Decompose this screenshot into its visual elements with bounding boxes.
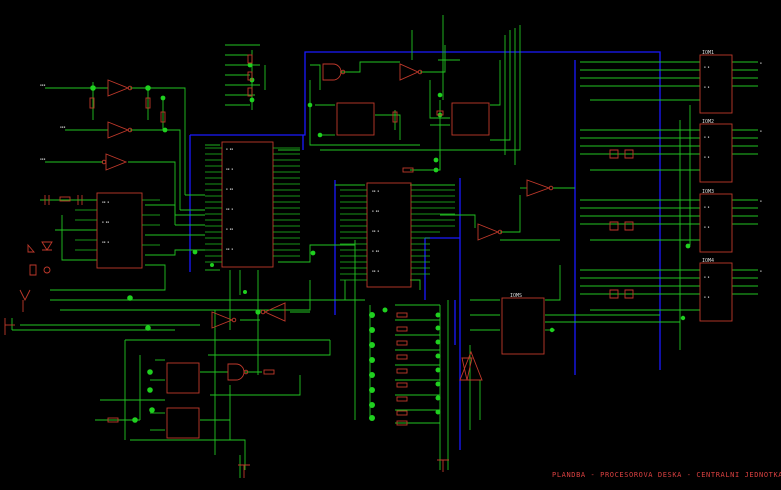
junction-dots: [90, 62, 691, 423]
svg-text:▪ ▪: ▪ ▪: [704, 225, 710, 229]
crystal: [29, 264, 37, 276]
svg-text:▪: ▪: [760, 269, 762, 273]
resistor: [59, 196, 71, 202]
svg-text:▪▪ ▪: ▪▪ ▪: [102, 240, 109, 244]
svg-text:▪▪ ▪: ▪▪ ▪: [226, 167, 233, 171]
resistor: [145, 97, 151, 109]
label-iom2: IOM2: [702, 119, 714, 125]
svg-text:▪▪ ▪: ▪▪ ▪: [102, 200, 109, 204]
svg-text:▪▪ ▪: ▪▪ ▪: [226, 247, 233, 251]
label-iom3: IOM3: [702, 189, 714, 195]
svg-text:▪ ▪: ▪ ▪: [704, 65, 710, 69]
ic-ioms: [501, 297, 545, 355]
resistor: [247, 87, 253, 97]
label-ioms: IOMS: [510, 293, 522, 299]
ic-left: [96, 192, 143, 269]
and-gate-1: [322, 63, 342, 81]
svg-text:▪ ▪▪: ▪ ▪▪: [226, 147, 233, 151]
resistor-ladder-1: [396, 312, 408, 318]
inverter-1: [107, 79, 130, 97]
flipflop-low-1: [166, 362, 200, 394]
resistor-ladder-2: [396, 326, 408, 332]
flipflop-top-2: [451, 102, 490, 136]
inverter-6: [526, 179, 551, 197]
resistor-ladder-5: [396, 368, 408, 374]
ic-iom2: [699, 123, 733, 183]
svg-text:▪: ▪: [760, 199, 762, 203]
svg-text:▪▪▪: ▪▪▪: [40, 83, 46, 87]
resistor: [392, 111, 398, 123]
diode: [41, 241, 53, 251]
ic-iom3: [699, 193, 733, 253]
inverter-2: [107, 121, 130, 139]
ic-main-mid: [221, 141, 274, 268]
capacitor: [44, 195, 50, 205]
resistor-ladder-3: [396, 340, 408, 346]
title-block: PLANDBA - PROCESOROVA DESKA - CENTRALNI …: [552, 471, 781, 479]
label-iom4: IOM4: [702, 258, 714, 264]
diode: [27, 243, 35, 253]
svg-text:▪ ▪: ▪ ▪: [704, 85, 710, 89]
svg-text:▪ ▪: ▪ ▪: [704, 275, 710, 279]
switch-symbol: [19, 289, 31, 312]
svg-text:▪ ▪: ▪ ▪: [704, 295, 710, 299]
buffer-large: [459, 350, 483, 381]
resistor: [160, 111, 166, 123]
resistor-ladder-4: [396, 354, 408, 360]
svg-text:▪ ▪▪: ▪ ▪▪: [226, 227, 233, 231]
flipflop-low-2: [166, 407, 200, 439]
inverter-5: [263, 302, 286, 322]
svg-text:▪: ▪: [760, 61, 762, 65]
svg-text:▪: ▪: [760, 129, 762, 133]
mini-gate: [624, 289, 634, 299]
ic-iom1: [699, 54, 733, 114]
svg-text:▪ ▪▪: ▪ ▪▪: [372, 249, 379, 253]
resistor-ladder-8: [396, 410, 408, 416]
ic-iom4: [699, 262, 733, 322]
flipflop-top-1: [336, 102, 375, 136]
components: [4, 54, 733, 478]
resistor-ladder-7: [396, 396, 408, 402]
mini-gate: [609, 149, 619, 159]
label-iom1: IOM1: [702, 50, 714, 56]
svg-text:▪▪▪: ▪▪▪: [40, 157, 46, 161]
svg-text:▪▪ ▪: ▪▪ ▪: [226, 207, 233, 211]
chip-pin-stubs: [75, 147, 455, 281]
led: [43, 266, 51, 274]
svg-text:▪ ▪▪: ▪ ▪▪: [226, 187, 233, 191]
resistor: [263, 369, 275, 375]
svg-text:▪▪ ▪: ▪▪ ▪: [372, 229, 379, 233]
svg-text:▪ ▪▪: ▪ ▪▪: [102, 220, 109, 224]
svg-text:▪▪ ▪: ▪▪ ▪: [372, 189, 379, 193]
resistor: [89, 97, 95, 109]
svg-text:▪▪ ▪: ▪▪ ▪: [372, 269, 379, 273]
svg-text:▪ ▪: ▪ ▪: [704, 205, 710, 209]
resistor-ladder-9: [396, 420, 408, 426]
signal-wires: [11, 15, 758, 478]
and-gate-2: [227, 363, 245, 381]
resistor: [436, 110, 444, 116]
pin-annotations: ▪ ▪▪▪▪ ▪ ▪ ▪▪▪▪ ▪ ▪ ▪▪▪▪ ▪ ▪▪ ▪▪ ▪▪ ▪▪ ▪…: [40, 61, 762, 299]
mini-gate: [609, 289, 619, 299]
inverter-7: [477, 223, 500, 241]
resistor: [402, 167, 414, 173]
resistor: [107, 417, 119, 423]
resistor: [247, 54, 253, 64]
resistor: [247, 71, 253, 81]
ic-main-right: [366, 182, 412, 288]
inverter-8: [399, 63, 420, 81]
mini-gate: [624, 149, 634, 159]
inverter-4: [211, 311, 234, 329]
mini-gate: [609, 221, 619, 231]
svg-text:▪ ▪: ▪ ▪: [704, 135, 710, 139]
resistor-ladder-6: [396, 382, 408, 388]
inverter-3: [105, 153, 128, 171]
svg-text:▪ ▪▪: ▪ ▪▪: [372, 209, 379, 213]
data-bus-lines: [189, 51, 661, 450]
mini-gate: [624, 221, 634, 231]
svg-text:▪▪▪: ▪▪▪: [60, 125, 66, 129]
svg-text:▪ ▪: ▪ ▪: [704, 155, 710, 159]
